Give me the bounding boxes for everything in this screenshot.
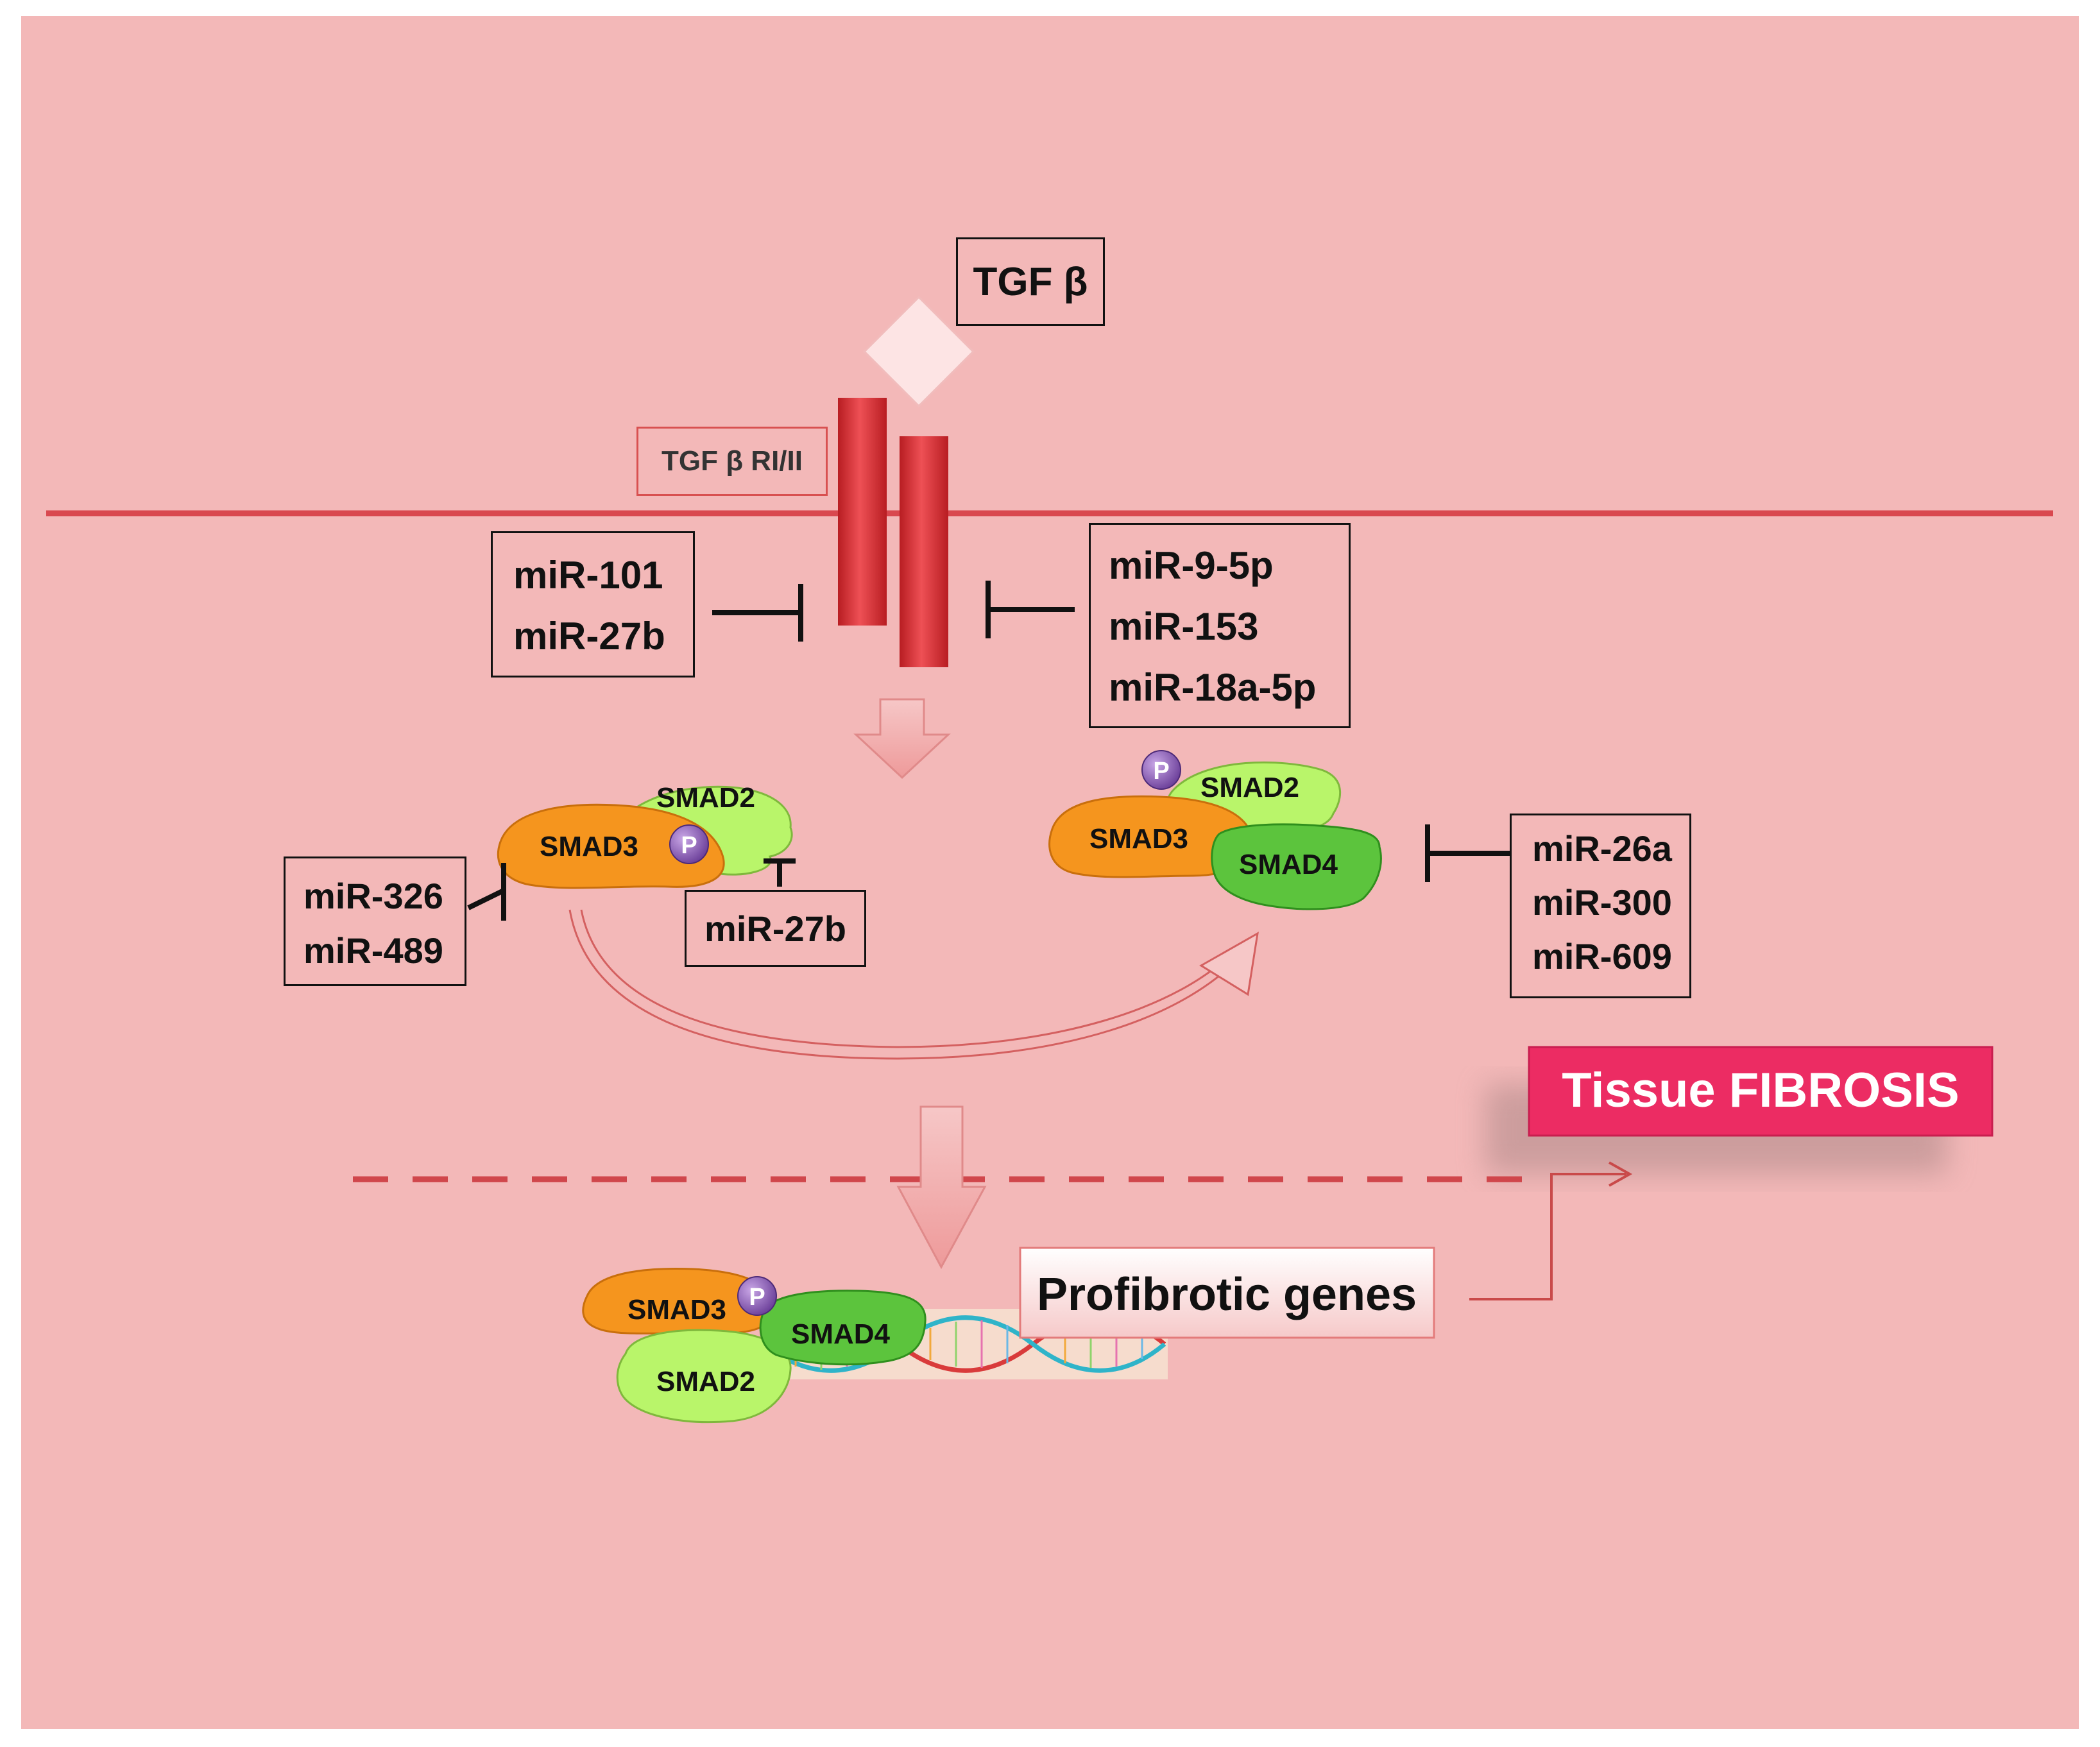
smad2-shape-bottom <box>616 1329 792 1424</box>
smad3-label-right: SMAD3 <box>1089 823 1188 855</box>
smad2-label-right: SMAD2 <box>1200 772 1299 803</box>
mir-label: miR-609 <box>1532 936 1672 976</box>
fibrosis-connector-head <box>1609 1161 1633 1187</box>
fibrosis-box <box>1528 1046 1993 1137</box>
receptor-subunit-2 <box>900 436 948 667</box>
mir-label: miR-101 <box>513 554 663 597</box>
mir-box-receptor-left: miR-101 miR-27b <box>491 531 695 677</box>
cell-background <box>21 16 2079 1729</box>
mir-box-receptor-right: miR-9-5p miR-153 miR-18a-5p <box>1089 523 1351 728</box>
tgf-beta-ligand-shape <box>863 296 975 407</box>
smad4-shape-right <box>1211 823 1382 910</box>
mir-label: miR-18a-5p <box>1109 666 1317 709</box>
receptor-box: TGF β RI/II <box>636 427 828 496</box>
profibrotic-genes-box <box>1019 1247 1435 1339</box>
signal-arrow-1 <box>853 698 951 780</box>
phospho-label-right: P <box>1153 758 1169 785</box>
receptor-subunit-1 <box>838 398 887 626</box>
smad2-label-bottom: SMAD2 <box>656 1366 755 1397</box>
mir-box-smad2: miR-27b <box>685 890 866 967</box>
curved-arrow-outer <box>568 909 1249 1060</box>
phospho-label-left: P <box>681 832 697 859</box>
smad3-label-bottom: SMAD3 <box>627 1294 726 1325</box>
phospho-left <box>669 824 709 864</box>
smad2-label-left: SMAD2 <box>656 782 755 814</box>
mir-label: miR-27b <box>513 615 665 658</box>
mir-label: miR-26a <box>1532 828 1672 869</box>
mir-label: miR-153 <box>1109 605 1259 648</box>
tgf-beta-box: TGF β <box>956 237 1105 326</box>
inhibit-line-smad3 <box>467 888 505 910</box>
smad3-shape-left <box>497 803 725 889</box>
signal-arrow-2 <box>896 1105 987 1270</box>
fibrosis-connector <box>1469 1173 1626 1300</box>
mir-label: miR-9-5p <box>1109 544 1274 587</box>
phospho-bottom <box>737 1276 777 1316</box>
smad3-label-left: SMAD3 <box>540 831 638 862</box>
smad4-label-right: SMAD4 <box>1239 849 1338 880</box>
curved-arrow-inner <box>580 909 1238 1048</box>
phospho-right <box>1141 750 1181 790</box>
mir-label: miR-489 <box>303 930 443 971</box>
smad4-label-bottom: SMAD4 <box>791 1318 891 1350</box>
mir-label: miR-326 <box>303 876 443 916</box>
profibrotic-genes-label: Profibrotic genes <box>1037 1269 1417 1320</box>
mir-label: miR-300 <box>1532 882 1672 923</box>
phospho-label-bottom: P <box>749 1284 765 1311</box>
smad4-shape-bottom <box>759 1290 926 1366</box>
mir-label: miR-27b <box>704 908 846 949</box>
curved-arrow-head <box>1199 932 1259 996</box>
mir-box-smad3: miR-326 miR-489 <box>284 856 466 986</box>
tgf-beta-label: TGF β <box>973 259 1088 304</box>
fibrosis-label: Tissue FIBROSIS <box>1562 1063 1959 1118</box>
receptor-label: TGF β RI/II <box>662 445 803 477</box>
mir-box-complex: miR-26a miR-300 miR-609 <box>1510 814 1691 998</box>
